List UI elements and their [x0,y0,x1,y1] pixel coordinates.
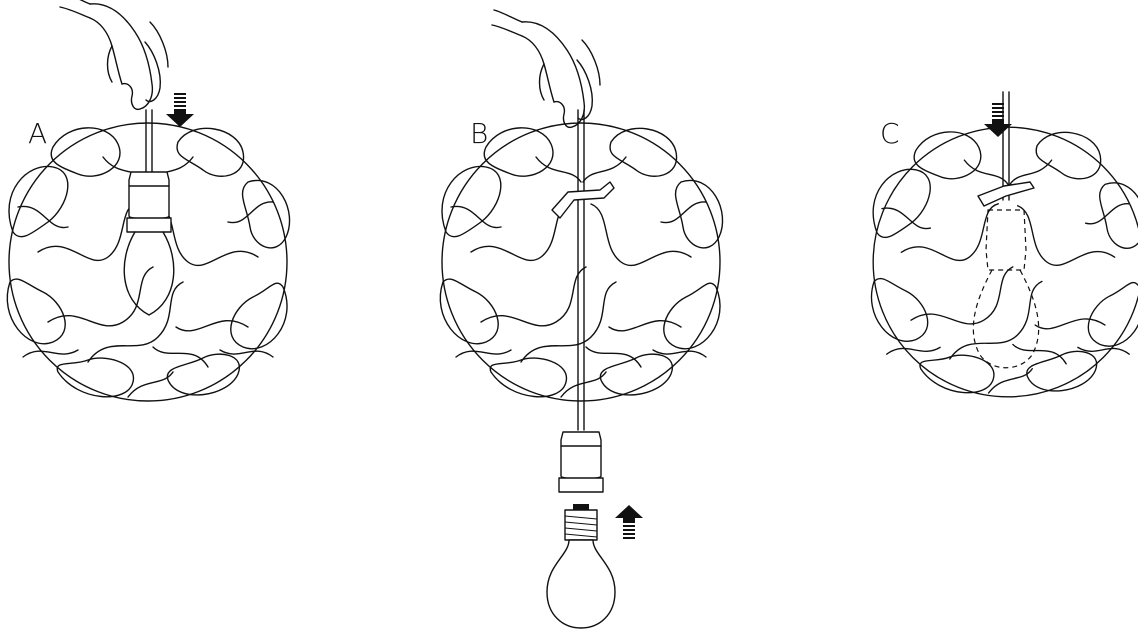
lampshade-b [440,123,722,401]
socket-b [559,432,603,492]
arrow-up-icon [615,505,643,539]
step-a-label: A [28,117,47,150]
arrow-down-icon [984,103,1012,137]
arrow-down-icon [166,93,194,127]
hidden-bulb-c [973,270,1038,368]
hand-a [60,0,168,109]
step-b-label: B [470,117,488,150]
step-c-label: C [880,117,900,150]
bracket-c [978,182,1034,206]
socket-a [127,172,171,232]
hidden-socket-c [986,210,1026,270]
lampshade-c [871,127,1138,397]
step-b: B [440,10,722,628]
step-c: C [871,92,1138,397]
bulb-b [547,504,615,628]
lampshade-a [7,123,289,401]
hand-b [492,10,600,127]
bracket-b [552,182,614,218]
step-a: A [7,0,289,401]
